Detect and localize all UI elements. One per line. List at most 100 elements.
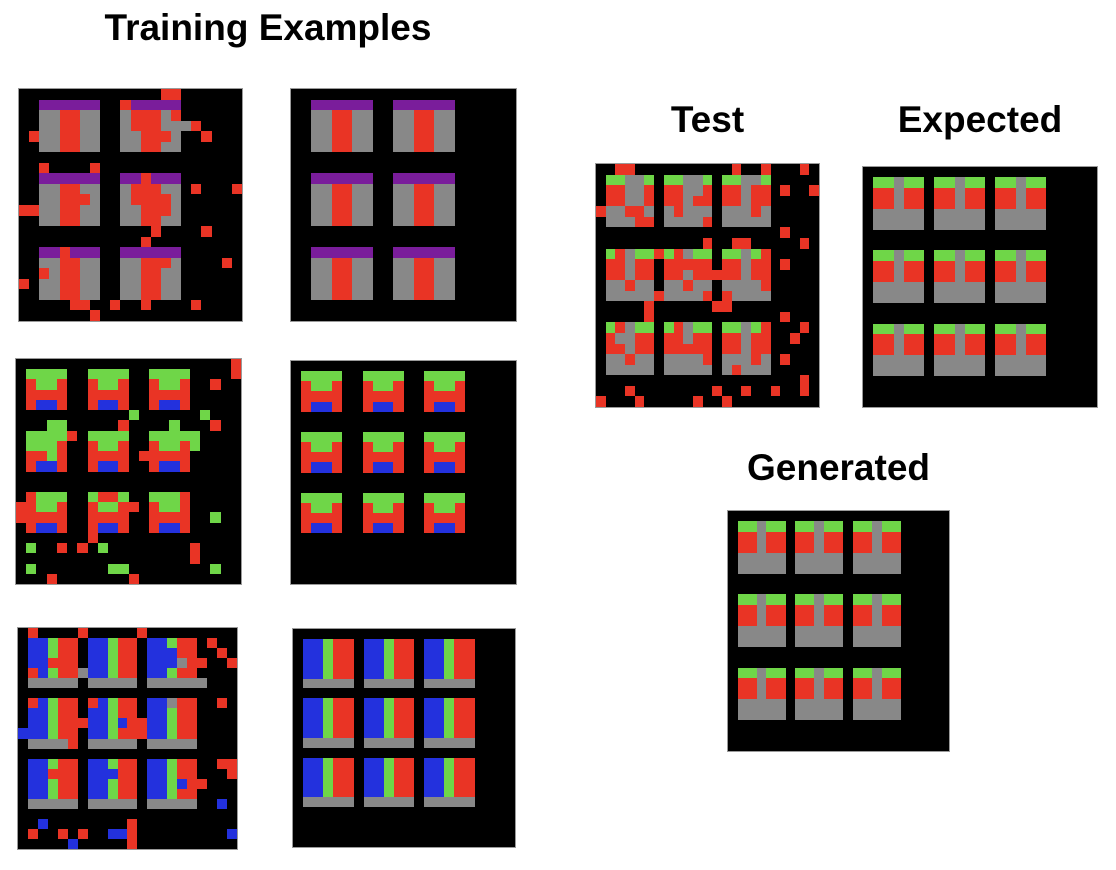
grid-cell	[414, 748, 424, 758]
grid-cell	[89, 205, 101, 216]
grid-cell	[1046, 271, 1056, 281]
grid-cell	[59, 257, 70, 269]
grid-cell	[159, 359, 169, 369]
grid-cell	[139, 492, 149, 502]
grid-cell	[673, 280, 684, 291]
grid-cell	[1087, 303, 1097, 313]
grid-cell	[200, 410, 211, 421]
grid-cell	[49, 131, 60, 142]
grid-cell	[352, 310, 362, 321]
grid-cell	[911, 553, 921, 563]
grid-cell	[423, 431, 435, 443]
grid-cell	[800, 291, 810, 302]
grid-cell	[455, 473, 465, 483]
grid-cell	[760, 343, 771, 355]
grid-cell	[852, 636, 863, 647]
grid-cell	[157, 648, 168, 659]
grid-cell	[373, 258, 383, 269]
grid-cell	[148, 512, 160, 523]
grid-cell	[212, 258, 222, 269]
grid-cell	[393, 533, 403, 543]
grid-cell	[383, 492, 394, 503]
grid-cell	[352, 194, 363, 205]
grid-cell	[79, 299, 90, 311]
grid-cell	[159, 440, 170, 452]
grid-cell	[78, 839, 88, 849]
grid-cell	[98, 809, 108, 819]
grid-cell	[1066, 292, 1076, 302]
grid-cell	[332, 473, 342, 483]
grid-cell	[1005, 240, 1015, 250]
grid-cell	[454, 452, 465, 463]
grid-cell	[702, 237, 713, 249]
grid-cell	[39, 99, 50, 111]
grid-cell	[465, 422, 475, 432]
grid-cell	[475, 100, 485, 111]
grid-cell	[169, 522, 180, 533]
grid-cell	[434, 777, 445, 788]
grid-cell	[747, 698, 757, 710]
grid-cell	[291, 163, 301, 174]
grid-cell	[954, 333, 965, 345]
grid-cell	[605, 343, 616, 355]
grid-cell	[434, 658, 445, 669]
grid-cell	[150, 110, 161, 121]
grid-cell	[169, 410, 179, 420]
grid-cell	[853, 511, 863, 521]
grid-cell	[322, 237, 332, 248]
grid-cell	[323, 638, 334, 649]
grid-cell	[901, 678, 911, 688]
grid-cell	[118, 839, 128, 849]
grid-cell	[756, 552, 767, 564]
grid-cell	[128, 573, 139, 584]
grid-cell	[625, 385, 635, 397]
grid-cell	[475, 205, 485, 216]
grid-cell	[217, 648, 228, 659]
grid-cell	[157, 809, 167, 819]
grid-cell	[232, 100, 242, 111]
grid-cell	[87, 728, 98, 739]
grid-cell	[506, 473, 516, 483]
grid-cell	[901, 626, 911, 636]
grid-cell	[683, 354, 693, 365]
grid-cell	[159, 491, 170, 503]
grid-cell	[19, 89, 29, 100]
grid-cell	[873, 187, 884, 199]
grid-cell	[363, 543, 373, 553]
grid-cell	[27, 758, 38, 769]
grid-cell	[148, 379, 160, 390]
grid-cell	[944, 397, 954, 407]
grid-cell	[201, 216, 211, 227]
grid-cell	[683, 227, 693, 238]
grid-cell	[383, 698, 394, 709]
grid-cell	[118, 389, 129, 400]
grid-cell	[383, 121, 393, 132]
grid-cell	[303, 837, 313, 847]
grid-cell	[167, 708, 178, 719]
grid-cell	[137, 678, 147, 688]
grid-cell	[108, 420, 118, 430]
grid-cell	[737, 677, 748, 689]
grid-cell	[728, 511, 738, 521]
grid-cell	[77, 390, 87, 400]
grid-cell	[1056, 386, 1066, 396]
grid-cell	[201, 152, 211, 163]
grid-cell	[934, 354, 945, 366]
grid-cell	[18, 728, 28, 739]
grid-cell	[883, 354, 894, 366]
grid-cell	[741, 248, 752, 260]
grid-cell	[663, 174, 674, 186]
grid-cell	[596, 301, 606, 312]
grid-cell	[394, 807, 404, 817]
grid-cell	[434, 381, 445, 392]
grid-cell	[354, 807, 364, 817]
grid-cell	[776, 625, 786, 637]
grid-cell	[18, 759, 28, 769]
grid-cell	[496, 110, 506, 121]
grid-cell	[177, 698, 188, 709]
grid-cell	[465, 688, 475, 698]
grid-cell	[177, 788, 188, 799]
grid-cell	[88, 688, 98, 698]
grid-cell	[495, 688, 505, 698]
grid-cell	[79, 247, 90, 258]
